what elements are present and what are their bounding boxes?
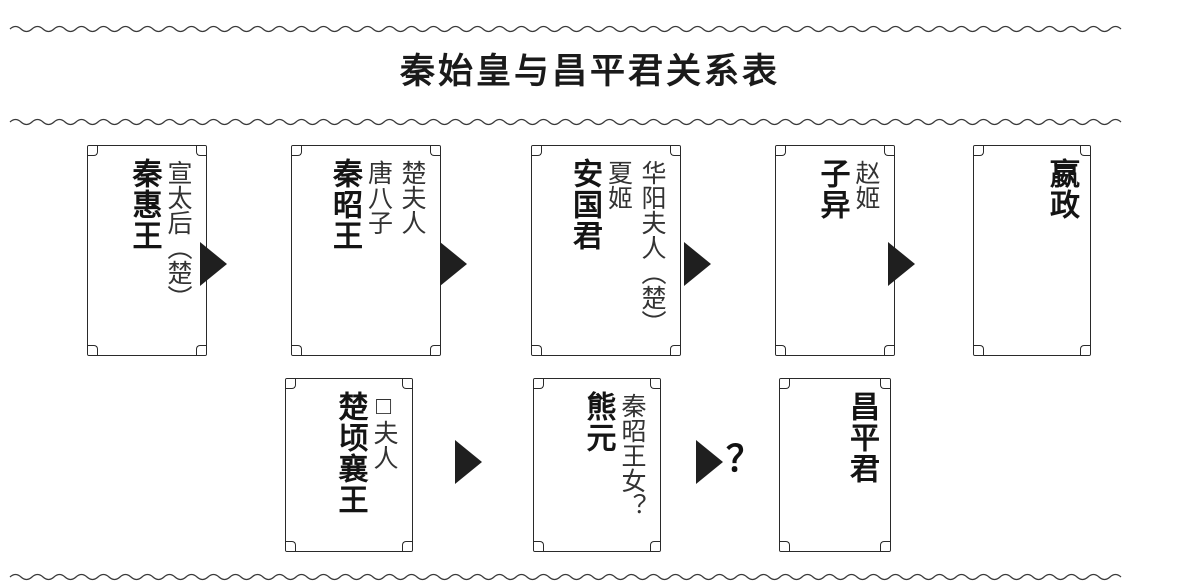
ruler-name-qinhuiwang: 秦惠王 <box>127 158 161 251</box>
box-corner-decoration <box>532 345 542 355</box>
ruler-name-qinzhaowang: 秦昭王 <box>328 158 361 251</box>
wavy-rule-bottom <box>0 570 1180 584</box>
box-corner-decoration <box>670 146 680 156</box>
box-corner-decoration <box>286 541 296 551</box>
generation-box-chuqingxiangwang[interactable]: □夫人 楚顷襄王 <box>285 378 413 552</box>
arrow-qinzhaowang-to-anguojun <box>440 242 467 286</box>
ruler-name-ziyi: 子异 <box>815 158 849 220</box>
arrow-chuqingxiangwang-to-xiongyuan <box>455 440 482 484</box>
box-corner-decoration <box>196 146 206 156</box>
consort-name-zhaoji: 赵姬 <box>852 160 879 210</box>
ruler-name-xiongyuan: 熊元 <box>581 391 615 453</box>
uncertain-relation-question-mark: ？ <box>726 439 763 479</box>
consort-name-huayangfuren: 华阳夫人（楚） <box>638 160 665 335</box>
arrow-ziyi-to-yingzheng <box>888 242 915 286</box>
box-corner-decoration <box>534 541 544 551</box>
consort-name-qinzhaowang-daughter: 秦昭王女？ <box>618 393 645 518</box>
arrow-xiongyuan-to-changpingjun <box>696 440 723 484</box>
box-corner-decoration <box>776 345 786 355</box>
consort-name-unknown-furen: □夫人 <box>370 393 397 470</box>
box-corner-decoration <box>402 379 412 389</box>
consort-name-chufuren: 楚夫人 <box>398 160 425 235</box>
wavy-rule-top <box>0 22 1180 36</box>
box-corner-decoration <box>650 379 660 389</box>
consort-name-xiaji: 夏姬 <box>604 160 632 210</box>
generation-box-qinhuiwang[interactable]: 宣太后（楚） 秦惠王 <box>87 145 207 356</box>
box-corner-decoration <box>884 146 894 156</box>
generation-box-changpingjun[interactable]: 昌平君 <box>779 378 891 552</box>
box-corner-decoration <box>430 146 440 156</box>
box-corner-decoration <box>974 345 984 355</box>
box-corner-decoration <box>880 379 890 389</box>
ruler-name-chuqingxiangwang: 楚顷襄王 <box>333 391 367 515</box>
box-corner-decoration <box>780 541 790 551</box>
arrow-qinhuiwang-to-qinzhaowang <box>200 242 227 286</box>
ruler-name-anguojun: 安国君 <box>568 158 601 251</box>
ruler-name-yingzheng: 嬴政 <box>1045 158 1078 220</box>
generation-box-yingzheng[interactable]: 嬴政 <box>973 145 1091 356</box>
box-corner-decoration <box>292 345 302 355</box>
generation-box-anguojun[interactable]: 华阳夫人（楚） 夏姬 安国君 <box>531 145 681 356</box>
generation-box-ziyi[interactable]: 赵姬 子异 <box>775 145 895 356</box>
box-corner-decoration <box>1080 146 1090 156</box>
generation-box-qinzhaowang[interactable]: 楚夫人 唐八子 秦昭王 <box>291 145 441 356</box>
consort-name-tangbazi: 唐八子 <box>364 160 392 235</box>
ruler-name-changpingjun: 昌平君 <box>845 391 878 484</box>
wavy-rule-middle <box>0 115 1180 129</box>
page-title: 秦始皇与昌平君关系表 <box>399 52 780 91</box>
generation-box-xiongyuan[interactable]: 秦昭王女？ 熊元 <box>533 378 661 552</box>
consort-name-xuantaihou: 宣太后（楚） <box>164 160 191 310</box>
box-corner-decoration <box>88 345 98 355</box>
arrow-anguojun-to-ziyi <box>684 242 711 286</box>
